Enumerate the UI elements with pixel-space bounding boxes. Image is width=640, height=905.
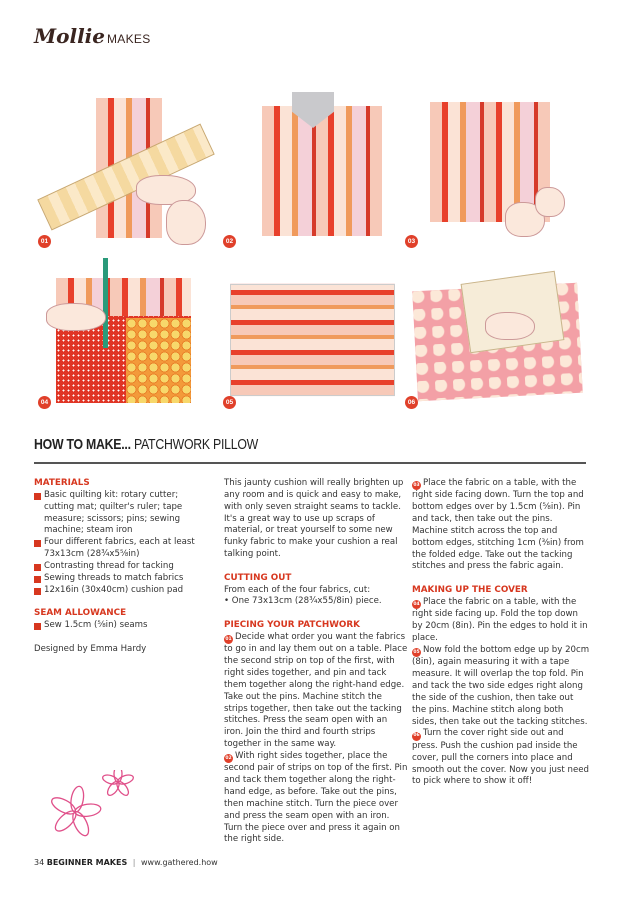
middle-column: This jaunty cushion will really brighten… (224, 478, 408, 846)
seam-list: Sew 1.5cm (⅝in) seams (34, 620, 204, 632)
step-badge-4: 04 (38, 396, 51, 409)
list-item: Contrasting thread for tacking (34, 561, 204, 573)
cutting-heading: CUTTING OUT (224, 572, 292, 583)
cutting-bullet: • One 73x13cm (28¾x55/8in) piece. (224, 596, 382, 607)
seam-heading: SEAM ALLOWANCE (34, 608, 127, 619)
step-illustration-1 (36, 90, 216, 250)
materials-column: MATERIALS Basic quilting kit: rotary cut… (34, 478, 204, 668)
step-illustration-5 (222, 262, 402, 404)
step-4-body: Place the fabric on a table, with the ri… (412, 597, 588, 644)
step-illustration-4 (36, 258, 216, 408)
intro-text: This jaunty cushion will really brighten… (224, 478, 404, 560)
flower-decoration-icon (51, 770, 134, 837)
step-badge-inline: 05 (412, 648, 421, 658)
footer-separator: | (132, 858, 136, 867)
step-illustration-2 (222, 92, 402, 244)
logo-script: Mollie (34, 24, 105, 48)
step-badge-inline: 03 (412, 481, 421, 491)
magazine-logo: Mollie MAKES (34, 24, 151, 48)
step-badge-inline: 04 (412, 600, 421, 610)
title-divider (34, 462, 586, 464)
step-3-body: Place the fabric on a table, with the ri… (412, 478, 584, 572)
step-badge-2: 02 (223, 235, 236, 248)
list-item: 12x16in (30x40cm) cushion pad (34, 585, 204, 597)
step-badge-inline: 01 (224, 635, 233, 645)
list-item: Sewing threads to match fabrics (34, 573, 204, 585)
step-2-body: With right sides together, place the sec… (224, 750, 408, 845)
materials-heading: MATERIALS (34, 478, 90, 488)
designer-credit: Designed by Emma Hardy (34, 643, 147, 654)
cover-heading: MAKING UP THE COVER (412, 585, 528, 596)
step-badge-3: 03 (405, 235, 418, 248)
step-badge-6: 06 (405, 396, 418, 409)
materials-list: Basic quilting kit: rotary cutter; cutti… (34, 490, 204, 597)
step-5-body: Now fold the bottom edge up by 20cm (8in… (412, 644, 590, 727)
section-name: BEGINNER MAKES (46, 858, 128, 867)
step-badge-inline: 06 (412, 731, 421, 741)
website-link[interactable]: www.gathered.how (141, 858, 218, 867)
page-title: HOW TO MAKE... PATCHWORK PILLOW (34, 436, 258, 453)
list-item: Sew 1.5cm (⅝in) seams (34, 620, 204, 632)
step-badge-1: 01 (38, 235, 51, 248)
step-illustration-3 (405, 92, 590, 242)
title-light: PATCHWORK PILLOW (133, 436, 259, 453)
list-item: Basic quilting kit: rotary cutter; cutti… (34, 490, 204, 537)
step-illustration-6 (405, 262, 590, 407)
title-bold: HOW TO MAKE... (34, 436, 131, 453)
step-1-body: Decide what order you want the fabrics t… (224, 631, 408, 750)
step-6-body: Turn the cover right side out and press.… (412, 728, 589, 787)
piecing-heading: PIECING YOUR PATCHWORK (224, 620, 360, 631)
logo-text: MAKES (107, 32, 151, 46)
page-number: 34 (34, 858, 45, 867)
page-footer: 34 BEGINNER MAKES | www.gathered.how (34, 858, 218, 867)
list-item: Four different fabrics, each at least 73… (34, 537, 204, 561)
cutting-text: From each of the four fabrics, cut: (224, 584, 371, 595)
step-badge-inline: 02 (224, 754, 233, 764)
step-badge-5: 05 (223, 396, 236, 409)
